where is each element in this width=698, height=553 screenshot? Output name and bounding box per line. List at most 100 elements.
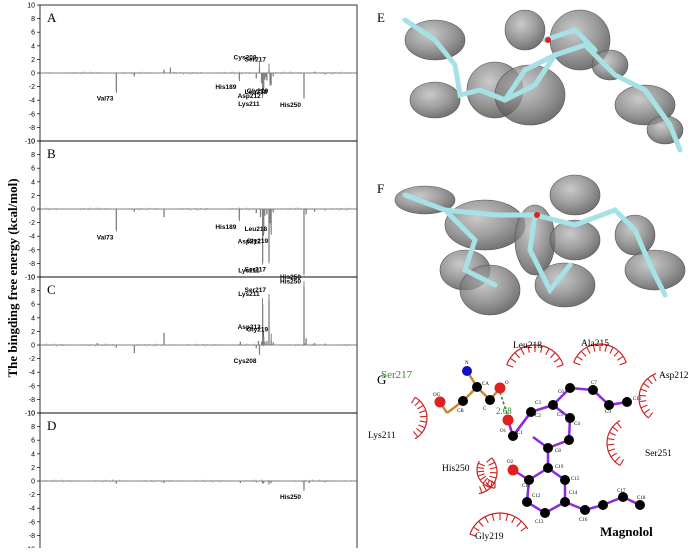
atom-og <box>435 397 446 408</box>
energy-chart-svg: -10-8-6-4-20246810AVal73Cys208Ser217His1… <box>0 0 360 548</box>
molecule-name: Magnolol <box>600 524 653 539</box>
hydrophobic-spoke <box>473 527 479 531</box>
atom-c6 <box>543 443 553 453</box>
hydrophobic-spoke <box>507 365 514 367</box>
atom-c3 <box>548 400 558 410</box>
y-tick-label: -8 <box>29 533 35 540</box>
hydrophobic-spoke <box>419 425 425 428</box>
hydrophobic-spoke <box>615 457 620 462</box>
atom-o <box>495 383 506 394</box>
hydrophobic-spoke <box>506 514 508 521</box>
y-tick-label: 0 <box>31 343 35 350</box>
hydrophobic-spoke <box>489 476 496 478</box>
atom-c17 <box>580 505 590 515</box>
residue-label-ala215: Ala215 <box>581 339 609 349</box>
atom-c15 <box>560 497 570 507</box>
atom-c8 <box>588 385 598 395</box>
atom-label-c15: C15 <box>571 477 580 482</box>
panel-letter: C <box>47 282 56 297</box>
atom-label-o2: O2 <box>507 460 514 465</box>
y-tick-label: 6 <box>31 438 35 445</box>
atom-label-og: OG <box>433 393 441 398</box>
atom-label-c17: C17 <box>617 489 626 494</box>
panel-frame <box>40 413 357 548</box>
y-tick-label: -6 <box>29 519 35 526</box>
y-tick-label: -2 <box>29 492 35 499</box>
hydrophobic-spoke <box>641 389 648 391</box>
panel-g: G Ser217 Magnolol 2.68 <box>368 339 689 542</box>
hydrophobic-spoke <box>574 362 581 364</box>
hydrophobic-spoke <box>550 353 555 358</box>
atom-label-c6: C6 <box>558 390 564 395</box>
hydrophobic-spoke <box>613 427 619 431</box>
y-tick-label: -6 <box>29 247 35 254</box>
y-tick-label: 6 <box>31 166 35 173</box>
ser217-bonds <box>440 371 500 413</box>
panel-f-oxygen-atom <box>534 212 540 218</box>
annotation-his250: His250 <box>280 274 301 281</box>
hydrophobic-spoke <box>648 379 653 384</box>
annotation-val73: Val73 <box>97 96 114 103</box>
hydrophobic-spoke <box>641 405 647 408</box>
atom-label-c10: C10 <box>633 397 642 402</box>
y-tick-label: 6 <box>31 302 35 309</box>
hydrophobic-spoke <box>620 459 624 465</box>
hydrophobic-spoke <box>488 462 494 465</box>
y-tick-label: -8 <box>29 125 35 132</box>
atom-label-c12: C12 <box>532 494 541 499</box>
y-tick-label: 0 <box>31 207 35 214</box>
y-tick-label: 10 <box>27 411 35 418</box>
hydrophobic-arc-7 <box>477 461 495 488</box>
hydrophobic-spoke <box>617 356 623 360</box>
atom-c14 <box>540 508 550 518</box>
atom-label-c4: C4 <box>574 422 580 427</box>
hydrophobic-spoke <box>639 395 646 396</box>
hydrophobic-spoke <box>608 449 615 451</box>
hydrophobic-spoke <box>521 527 527 531</box>
atom-label-n: N <box>465 361 469 366</box>
y-tick-label: -4 <box>29 98 35 105</box>
hydrophobic-spoke <box>554 358 560 362</box>
hydrophobic-spoke <box>412 397 416 403</box>
y-tick-label: 0 <box>31 479 35 486</box>
residue-labels: Leu218 Ala215 Asp212 Lys211 His250 Ser25… <box>368 339 689 542</box>
atom-c10 <box>622 397 632 407</box>
panel-a: -10-8-6-4-20246810AVal73Cys208Ser217His1… <box>25 3 357 146</box>
y-tick-label: 10 <box>27 139 35 146</box>
annotation-ser217: Ser217 <box>245 287 267 294</box>
y-tick-label: -6 <box>29 383 35 390</box>
panel-e: E <box>377 10 683 150</box>
hydrophobic-spoke <box>515 353 520 358</box>
y-tick-label: -2 <box>29 220 35 227</box>
atom-label-c: C <box>483 407 487 412</box>
annotation-gly219: Gly219 <box>247 238 269 245</box>
hydrophobic-spoke <box>546 349 549 355</box>
annotation-gly219: Gly219 <box>247 327 269 334</box>
atom-c18 <box>598 500 608 510</box>
annotation-lys211: Lys211 <box>238 268 260 275</box>
hbond-residue-label: Ser217 <box>381 369 413 381</box>
y-tick-label: -4 <box>29 506 35 513</box>
annotation-ser217: Ser217 <box>245 57 267 64</box>
hydrophobic-spoke <box>478 463 484 466</box>
atom-o1 <box>503 415 514 426</box>
panel-e-density <box>405 10 683 144</box>
atom-c16 <box>560 475 570 485</box>
structure-panels: E F <box>365 0 698 548</box>
panel-e-letter: E <box>377 10 385 25</box>
y-tick-label: -4 <box>29 234 35 241</box>
hydrophobic-spoke <box>490 467 497 468</box>
atom-c7 <box>565 383 575 393</box>
atom-label-c19: C19 <box>555 465 564 470</box>
panel-letter: A <box>47 10 57 25</box>
hydrophobic-spoke <box>415 401 420 406</box>
atom-c13 <box>522 497 532 507</box>
hydrophobic-spoke <box>611 453 617 457</box>
hydrophobic-spoke <box>644 409 650 413</box>
residue-label-asp212: Asp212 <box>659 371 689 381</box>
y-tick-label: 2 <box>31 465 35 472</box>
y-tick-label: 6 <box>31 30 35 37</box>
hydrophobic-spoke <box>614 351 619 356</box>
residue-label-leu218: Leu218 <box>513 341 542 351</box>
